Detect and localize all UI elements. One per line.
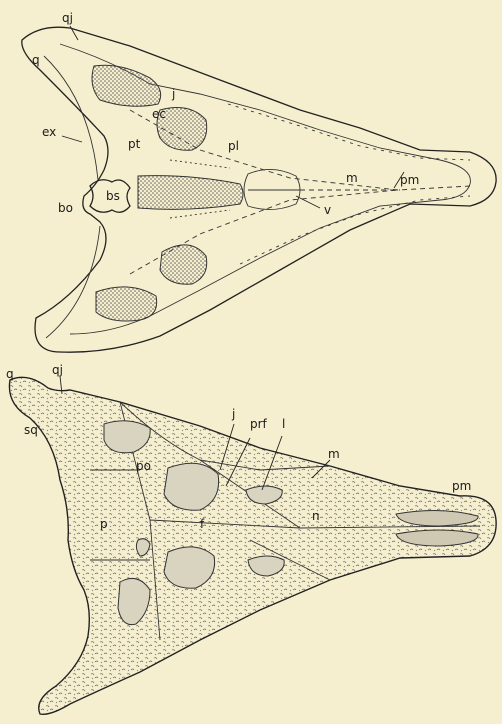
label-pm-top: pm (400, 173, 419, 187)
label-pl: pl (228, 139, 239, 153)
label-sq: sq (24, 423, 38, 437)
label-prf: prf (250, 417, 268, 431)
label-bo: bo (58, 201, 73, 215)
opening-orbit-upper (164, 463, 219, 510)
fenestra-upper-left (92, 65, 161, 106)
label-m-bottom: m (328, 447, 340, 461)
label-j-top: j (171, 87, 175, 101)
label-v: v (324, 203, 331, 217)
label-pt: pt (128, 137, 141, 151)
dorsal-view: q qj sq j prf l m pm po n f p (6, 363, 496, 714)
label-j-bottom: j (231, 407, 235, 421)
label-p: p (100, 517, 108, 531)
label-bs: bs (106, 189, 120, 203)
leader-v (296, 196, 320, 208)
label-l: l (282, 417, 285, 431)
leader-ex (62, 136, 82, 142)
label-n: n (312, 509, 320, 523)
fenestra-lower-left (96, 287, 157, 321)
fenestra-lower-right (160, 245, 207, 284)
label-qj-top: qj (62, 11, 73, 25)
label-qj-bottom: qj (52, 363, 63, 377)
label-ex: ex (42, 125, 56, 139)
label-q-top: q (32, 53, 40, 67)
label-q-bottom: q (6, 367, 14, 381)
label-po: po (136, 459, 151, 473)
label-m-top: m (346, 171, 358, 185)
pterygoid-dots-upper (170, 160, 230, 168)
label-ec: ec (152, 107, 166, 121)
palatal-view: qj q j ec ex pt pl m pm bs bo v (22, 11, 496, 352)
lower-tooth-row (240, 196, 470, 264)
upper-tooth-row (228, 104, 470, 160)
label-pm-bottom: pm (452, 479, 471, 493)
pterygoid-dots-lower (170, 210, 230, 218)
fenestra-middle (138, 176, 243, 210)
leader-qj (70, 26, 78, 40)
quadrate-line (44, 56, 100, 338)
choana (244, 169, 300, 209)
